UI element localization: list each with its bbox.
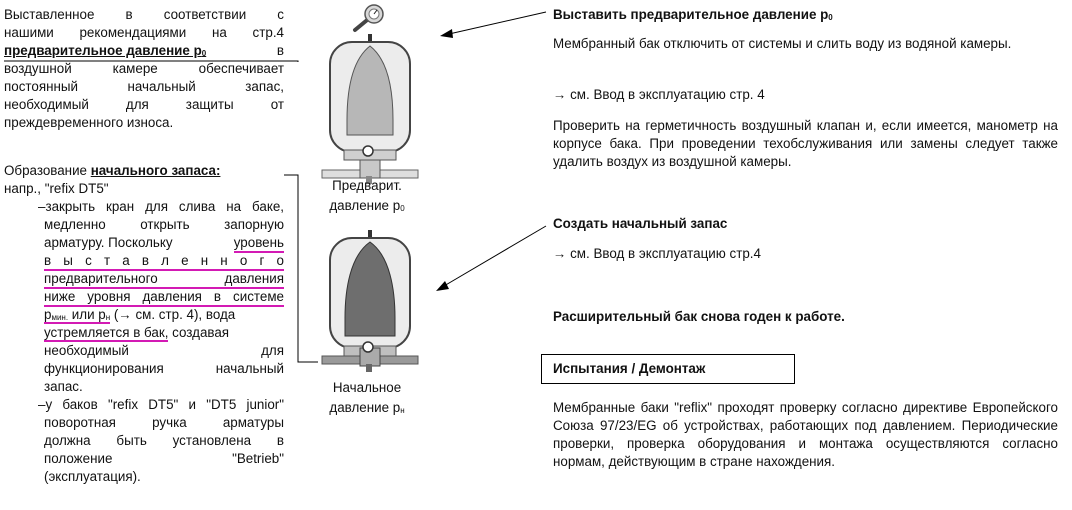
item1-line3: арматуру. Поскольку уровень bbox=[44, 234, 284, 253]
paragraph-check-valve: Проверить на герметичность воздушный кла… bbox=[553, 118, 1058, 169]
paragraph-see-commissioning-2: → см. Ввод в эксплуатацию стр.4 bbox=[553, 246, 761, 261]
item2-line5: (эксплуатация). bbox=[44, 469, 141, 484]
item1-line8: устремляется в бак, создавая bbox=[44, 325, 230, 342]
item1-line11: запас. bbox=[44, 379, 83, 394]
tank-bottom-illustration bbox=[321, 230, 419, 372]
item2-line1: –у баков "refix DT5" и "DT5 junior" bbox=[38, 397, 284, 412]
caption-preset-pressure: Предварит. давление p0 bbox=[329, 178, 405, 213]
arrow-to-bottom-tank bbox=[436, 225, 547, 291]
para1-line6: необходимый для защиты от bbox=[4, 97, 284, 112]
para1-line4: воздушной камере обеспечивает bbox=[4, 61, 284, 76]
para2-example: напр., "refix DT5" bbox=[4, 181, 109, 196]
caption-initial-pressure: Начальное давление pн bbox=[329, 380, 405, 415]
paragraph-disconnect-tank: Мембранный бак отключить от системы и сл… bbox=[553, 36, 1012, 51]
paragraph-testing-info: Мембранные баки "reflix" проходят провер… bbox=[553, 400, 1058, 469]
heading-testing-dismantling: Испытания / Демонтаж bbox=[553, 361, 706, 376]
paragraph-see-commissioning-1: → см. Ввод в эксплуатацию стр. 4 bbox=[553, 87, 765, 102]
item1-line7: pмин. или pн (→ см. стр. 4), вода bbox=[44, 307, 236, 324]
heading-set-preset-pressure: Выставить предварительное давление p0 bbox=[553, 7, 833, 22]
connector-line-bottom bbox=[284, 174, 318, 363]
item1-line4: в ы с т а в л е н н о г о bbox=[44, 252, 284, 271]
arrow-to-gauge bbox=[440, 11, 547, 38]
tank-top-illustration bbox=[321, 34, 419, 184]
para1-line7: преждевременного износа. bbox=[4, 115, 174, 130]
item2-line4: положение "Betrieb" bbox=[44, 451, 284, 466]
item1-line6: ниже уровня давления в системе bbox=[44, 288, 284, 307]
para2-heading: Образование начального запаса: bbox=[4, 163, 221, 178]
item1-line10: функционирования начальный bbox=[44, 361, 284, 376]
heading-tank-ready: Расширительный бак снова годен к работе. bbox=[553, 309, 845, 324]
item1-line5: предварительного давления bbox=[44, 270, 284, 289]
para1-line5: постоянный начальный запас, bbox=[4, 79, 284, 94]
section-box-testing bbox=[541, 354, 795, 384]
para1-line3: предварительное давление p0 в bbox=[4, 43, 284, 58]
item2-line2: поворотная ручка арматуры bbox=[44, 415, 284, 430]
item1-line2: медленно открыть запорную bbox=[44, 217, 284, 232]
connector-line-top bbox=[4, 60, 299, 62]
preset-pressure-term: предварительное давление p0 bbox=[4, 43, 207, 58]
pressure-gauge-icon bbox=[353, 4, 384, 32]
item2-line3: должна быть установлена в bbox=[44, 433, 284, 448]
heading-create-initial-reserve: Создать начальный запас bbox=[553, 216, 728, 231]
para1-line2: нашими рекомендациями на стр.4 bbox=[4, 25, 284, 40]
item1-line9: необходимый для bbox=[44, 343, 284, 358]
para1-line1: Выставленное в соответствии с bbox=[4, 7, 284, 22]
item1-line1: –закрыть кран для слива на баке, bbox=[38, 199, 284, 214]
